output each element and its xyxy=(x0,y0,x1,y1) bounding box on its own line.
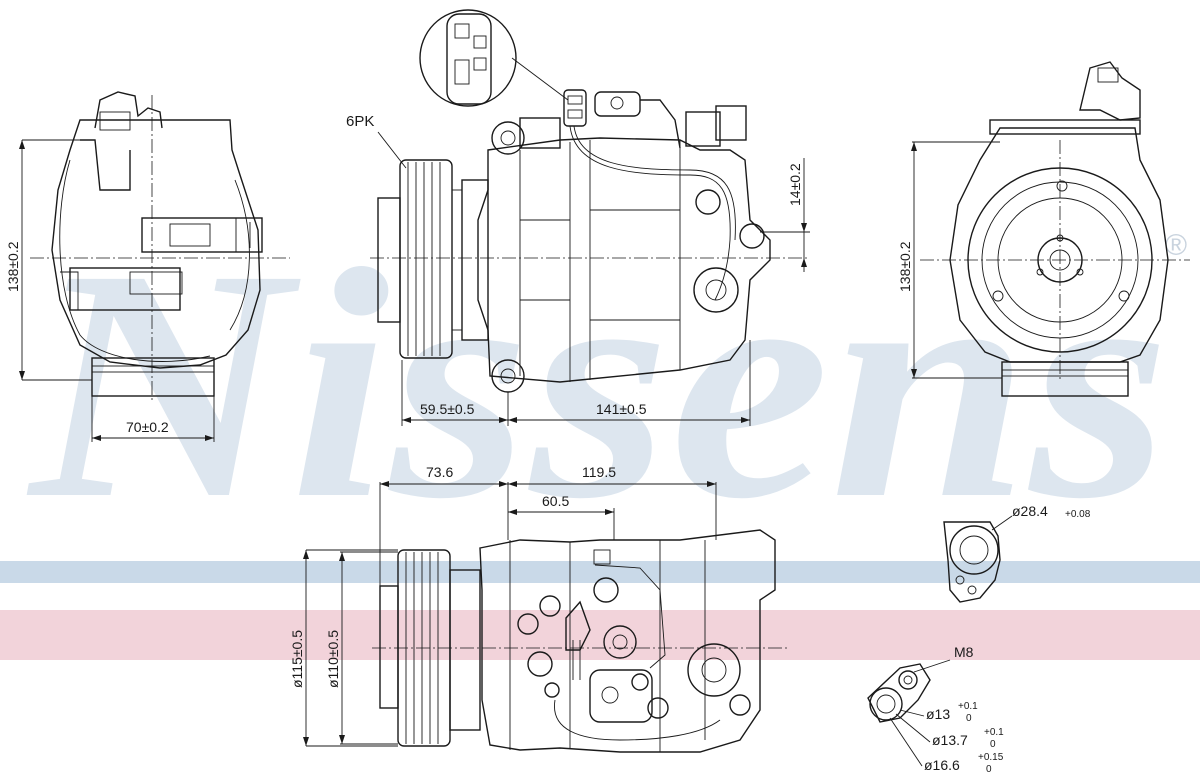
flange-detail-upper: ø28.4 +0.08 xyxy=(943,503,1091,603)
brand-watermark: Nissens xyxy=(24,202,1170,567)
d166-upper-tol: +0.15 xyxy=(978,752,1004,763)
dim-60-label: 60.5 xyxy=(542,493,569,509)
flange-detail-lower: M8 ø13 +0.1 0 ø13.7 +0.1 0 ø16.6 +0.15 0 xyxy=(867,644,1004,775)
d13-lower-tol: 0 xyxy=(966,713,972,724)
side-width-label: 70±0.2 xyxy=(126,419,169,435)
diameter-115-label: ø115±0.5 xyxy=(289,630,305,688)
d137-upper-tol: +0.1 xyxy=(984,727,1004,738)
d137-lower-tol: 0 xyxy=(990,739,996,750)
blue-band xyxy=(0,561,1200,583)
dim-119-label: 119.5 xyxy=(582,464,616,480)
end-view-right: 138±0.2 xyxy=(897,61,1190,397)
flange-tolerance-label: +0.08 xyxy=(1065,509,1091,520)
d13-label: ø13 xyxy=(926,706,950,722)
d137-label: ø13.7 xyxy=(932,732,968,748)
dim-73-label: 73.6 xyxy=(426,464,453,480)
pulley-offset-label: 59.5±0.5 xyxy=(420,401,475,417)
red-band xyxy=(0,610,1200,660)
side-height-label: 138±0.2 xyxy=(5,241,21,292)
port-offset-label: 14±0.2 xyxy=(787,163,803,206)
end-height-label: 138±0.2 xyxy=(897,241,913,292)
body-length-label: 141±0.5 xyxy=(596,401,647,417)
diameter-110-label: ø110±0.5 xyxy=(325,630,341,688)
connector-detail xyxy=(419,9,569,107)
bottom-view: 73.6 119.5 60.5 ø115±0.5 ø110±0.5 xyxy=(289,464,790,753)
d13-upper-tol: +0.1 xyxy=(958,701,978,712)
front-view: 6PK 59.5±0.5 141±0.5 14±0.2 xyxy=(346,89,810,426)
d166-lower-tol: 0 xyxy=(986,764,992,775)
d166-label: ø16.6 xyxy=(924,757,960,773)
flange-diameter-label: ø28.4 xyxy=(1012,503,1048,519)
side-view-left: 138±0.2 70±0.2 xyxy=(5,91,290,442)
registered-mark: ® xyxy=(1165,229,1187,262)
thread-label: M8 xyxy=(954,644,974,660)
belt-type-label: 6PK xyxy=(346,113,374,130)
